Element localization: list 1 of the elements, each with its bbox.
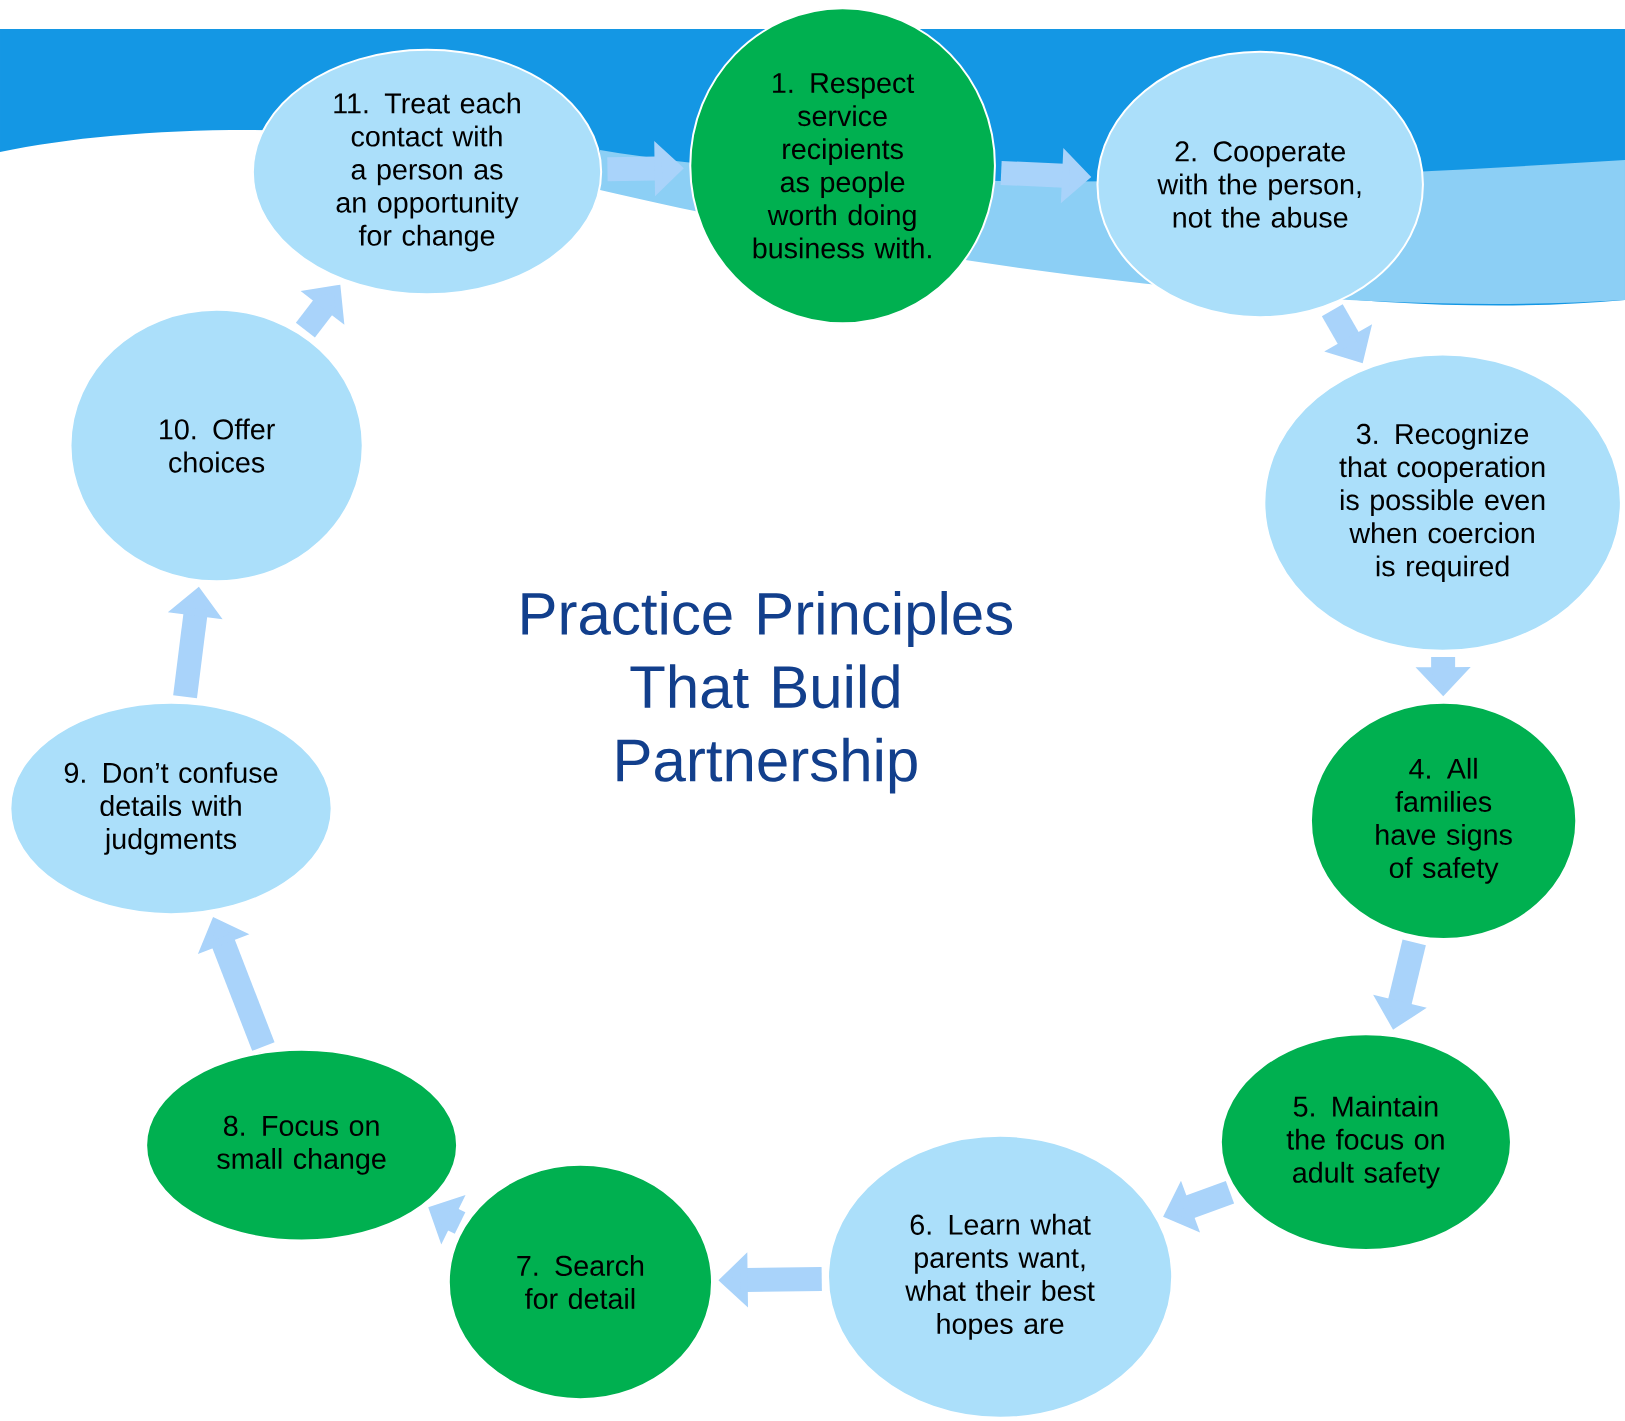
title: Practice Principles That Build Partnership — [522, 591, 1013, 794]
